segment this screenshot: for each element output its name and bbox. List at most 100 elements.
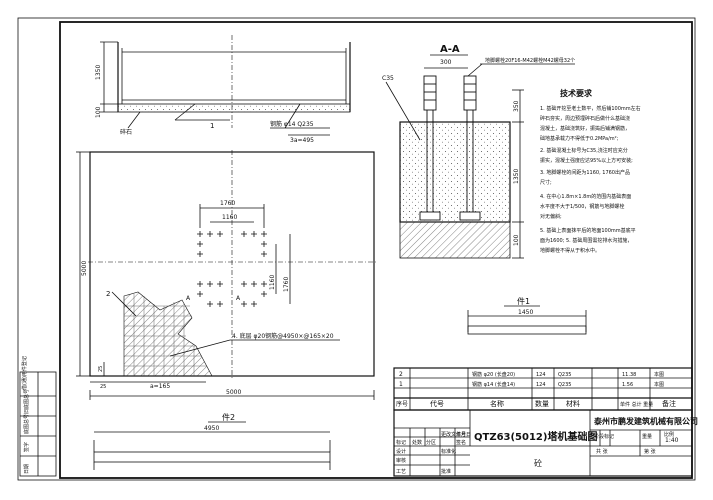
section-AA: A-A 地脚螺栓20F16-M42螺栓M42螺母32个 300 C35 350 [382,44,575,259]
dim-25-a: 25 [98,366,104,372]
tech-line-6: 3. 地脚螺栓的间距为1160, 1760出产品 [540,169,630,176]
bom-row-1-qty: 124 [536,382,546,388]
company-name: 泰州市鹏发建筑机械有限公司 [593,416,698,426]
bom-row-0-weight: 11.38 [622,372,636,378]
dim-1160-top: 1160 [222,214,237,221]
bom-row-1-weight: 1.56 [622,382,633,388]
section-mark-A-left: A [186,295,191,302]
tb-label-11: 阶段标记 [594,433,614,440]
bom-header-note: 备注 [662,399,676,408]
tech-line-13: 地脚螺栓不得从于积水中。 [540,247,600,254]
dim-1350: 1350 [95,65,102,80]
tb-label-6: 设计 [396,448,406,455]
bom-row-0-material: Q235 [558,372,571,378]
bom-row-1-material: Q235 [558,382,571,388]
drawing-title: QTZ63(5012)塔机基础图 [474,430,597,443]
dim-1160-right: 1160 [269,275,276,290]
dim-1760-right: 1760 [283,277,290,292]
top-foundation-view: 1350 100 1 碎石 钢筋 φ14 Q235 3a=495 [95,35,351,144]
tb-label-3: 更改文件号 [441,431,466,438]
bom-row-0-name: 钢筋 φ20 (长盘20) [472,371,515,378]
bom-row-0-no: 2 [399,371,403,378]
tb-label-13: 比例 [664,431,674,438]
anchor-bolt-holes [197,231,267,307]
tech-line-10: 对无偏斜; [540,213,562,220]
tech-line-4: 2. 基础混凝土标号为C35,浇注时应充分 [540,147,628,154]
dim-25-b: 25 [100,384,106,390]
bom-row-1-no: 1 [399,381,403,388]
inner-border [59,21,693,479]
dim-100-section: 100 [513,234,520,246]
tb-label-15: 第 张 [644,448,656,455]
bom-header-material: 材料 [566,399,580,408]
tb-label-12: 重量 [642,433,652,440]
bom-row-0-note: 本图 [654,371,664,378]
strip-label-2: 底图总号 [23,414,30,434]
dim-5000-horizontal: 5000 [226,389,241,396]
bom-header-code: 代号 [430,399,444,408]
tb-label-2: 分区 [426,439,436,446]
bom-row-1-note: 本图 [654,381,664,388]
tb-label-14: 共 张 [596,448,608,455]
tech-line-7: 尺寸; [540,179,552,186]
bom-header-weight: 单件 总计 重量 [620,401,653,408]
strip-label-0: 借(通)用件登记 [21,356,28,390]
strip-label-1: 旧底图总号 [23,389,30,414]
bom-row-1-name: 钢筋 φ14 (长盘14) [472,381,515,388]
tech-line-12: 面为1600; 5. 基础周围需挖排水沟措施， [540,237,632,244]
tech-line-3: 础地基承载力不得低于0.2MPa/m²; [540,135,619,142]
scale: 1:40 [665,437,679,444]
section-AA-title: A-A [440,44,460,55]
tech-title: 技术要求 [560,88,593,98]
part2-length: 4950 [204,425,219,432]
bom-row-0-qty: 124 [536,372,546,378]
part2-title: 件2 [222,412,235,422]
top-label-rebar: 钢筋 φ14 Q235 [270,120,314,128]
bom-table: 2 钢筋 φ20 (长盘20) 124 Q235 11.38 本图 1 钢筋 φ… [393,367,693,411]
tb-label-7: 标准化 [441,448,456,455]
tech-line-2: 混凝土，基础浇筑好，振捣后铺满钢筋， [540,125,630,132]
dim-a165: a=165 [150,383,170,390]
part1-title: 件1 [517,296,530,306]
dim-1760-top: 1760 [220,200,235,207]
tech-line-11: 5. 基础上表面抹平后的地面100mm基底平 [540,227,636,234]
bom-header-no: 序号 [396,400,408,408]
part1-length: 1450 [518,309,533,316]
dim-5000-vertical: 5000 [81,261,88,276]
c35-label: C35 [382,75,394,82]
technical-requirements: 技术要求 1. 基础开挖至老土数平，然后铺100mm左右 碎石夯实，周边预埋碎石… [540,88,641,254]
top-label-1: 1 [210,122,214,130]
dim-100: 100 [95,106,102,118]
part-2-drawing: 件2 4950 [93,412,331,470]
plan-view: 1760 1160 1160 1760 A A 4. 底层 φ20钢筋@4950… [76,150,378,400]
tech-line-0: 1. 基础开挖至老土数平，然后铺100mm左右 [540,105,641,112]
tech-line-8: 4. 在中心1.8m×1.8m的范围内基础表面 [540,193,631,200]
tech-line-1: 碎石夯实，周边预埋碎石后做什么基础浇 [540,115,630,122]
tb-label-4: 签名 [456,439,466,446]
strip-label-4: 日期 [24,464,30,474]
rebar-grid [124,294,207,376]
outer-border [17,17,696,481]
title-block: QTZ63(5012)塔机基础图 泰州市鹏发建筑机械有限公司 砼 1:40 标记… [393,409,698,477]
label-2: 2 [106,290,110,298]
tech-line-5: 振实，混凝土强度应达95%以上方可安装; [540,157,633,164]
dim-300: 300 [440,59,452,66]
tb-label-10: 批准 [441,468,451,475]
bom-header-name: 名称 [490,399,504,408]
anchor-bolts [419,75,481,221]
part-1-drawing: 件1 1450 [467,296,587,335]
tb-label-0: 标记 [396,439,406,446]
rebar-note: 4. 底层 φ20钢筋@4950×@165×20 [232,332,334,340]
material-concrete: 砼 [534,458,542,468]
tb-label-1: 处数 [412,439,422,446]
dim-350: 350 [513,100,520,112]
strip-label-3: 签字 [23,442,30,452]
tb-label-8: 审核 [396,457,406,464]
tb-label-9: 工艺 [396,469,406,475]
bolt-note: 地脚螺栓20F16-M42螺栓M42螺母32个 [485,57,575,64]
section-mark-A-right: A [236,295,241,302]
tech-line-9: 水平度不大于1/500，钢筋与地脚螺栓 [540,203,624,210]
tb-label-5: 年月日 [456,431,471,438]
dim-1350-section: 1350 [513,169,520,184]
